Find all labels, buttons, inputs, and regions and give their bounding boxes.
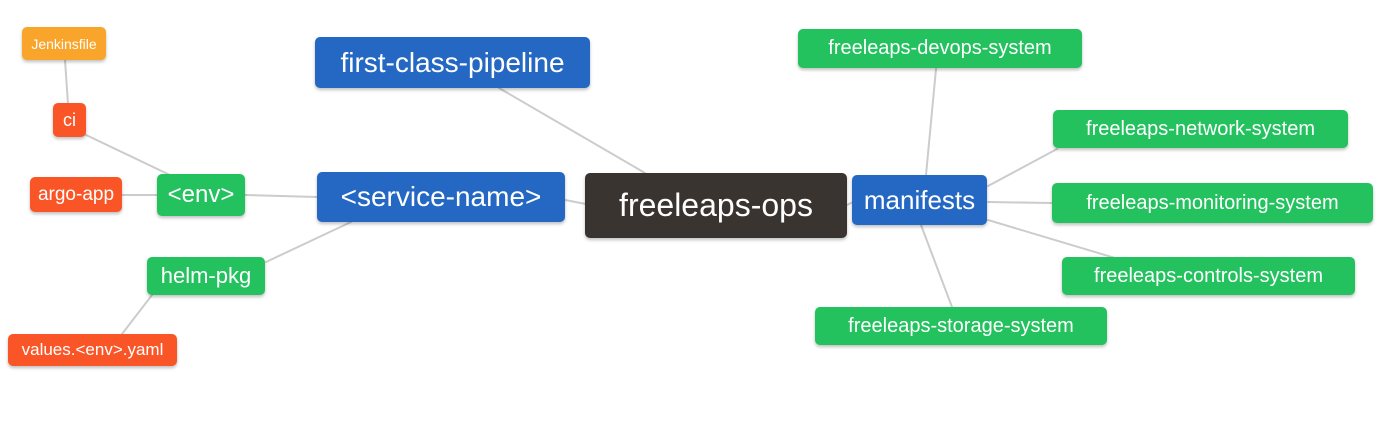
- edge-manifests-monitoring: [987, 201, 1053, 204]
- node-freeleaps-controls-system[interactable]: freeleaps-controls-system: [1062, 257, 1355, 295]
- edge-manifests-controls: [987, 219, 1116, 259]
- node-jenkinsfile[interactable]: Jenkinsfile: [22, 27, 106, 60]
- edge-manifests-network: [987, 148, 1058, 187]
- node-manifests[interactable]: manifests: [852, 175, 987, 225]
- edge-env-service-name: [244, 194, 318, 198]
- edge-manifests-storage: [920, 224, 953, 308]
- edge-service-name-helm-pkg: [265, 221, 352, 263]
- node-freeleaps-storage-system[interactable]: freeleaps-storage-system: [815, 307, 1107, 345]
- node-argo-app[interactable]: argo-app: [30, 177, 122, 212]
- edge-jenkinsfile-ci: [64, 59, 69, 105]
- node-first-class-pipeline[interactable]: first-class-pipeline: [315, 37, 590, 88]
- node-env[interactable]: <env>: [157, 174, 245, 216]
- edge-helm-pkg-values: [121, 294, 153, 335]
- node-ci[interactable]: ci: [53, 103, 86, 137]
- node-values-env-yaml[interactable]: values.<env>.yaml: [8, 334, 177, 366]
- node-freeleaps-monitoring-system[interactable]: freeleaps-monitoring-system: [1052, 183, 1373, 223]
- edge-pipeline-ops: [498, 87, 646, 174]
- edge-service-name-ops: [564, 199, 587, 205]
- edge-ci-env: [83, 133, 173, 177]
- node-helm-pkg[interactable]: helm-pkg: [147, 257, 265, 295]
- node-freeleaps-network-system[interactable]: freeleaps-network-system: [1053, 110, 1348, 148]
- node-freeleaps-ops[interactable]: freeleaps-ops: [585, 173, 847, 238]
- node-service-name[interactable]: <service-name>: [317, 172, 565, 222]
- node-freeleaps-devops-system[interactable]: freeleaps-devops-system: [798, 29, 1082, 68]
- edge-manifests-devops: [925, 68, 937, 176]
